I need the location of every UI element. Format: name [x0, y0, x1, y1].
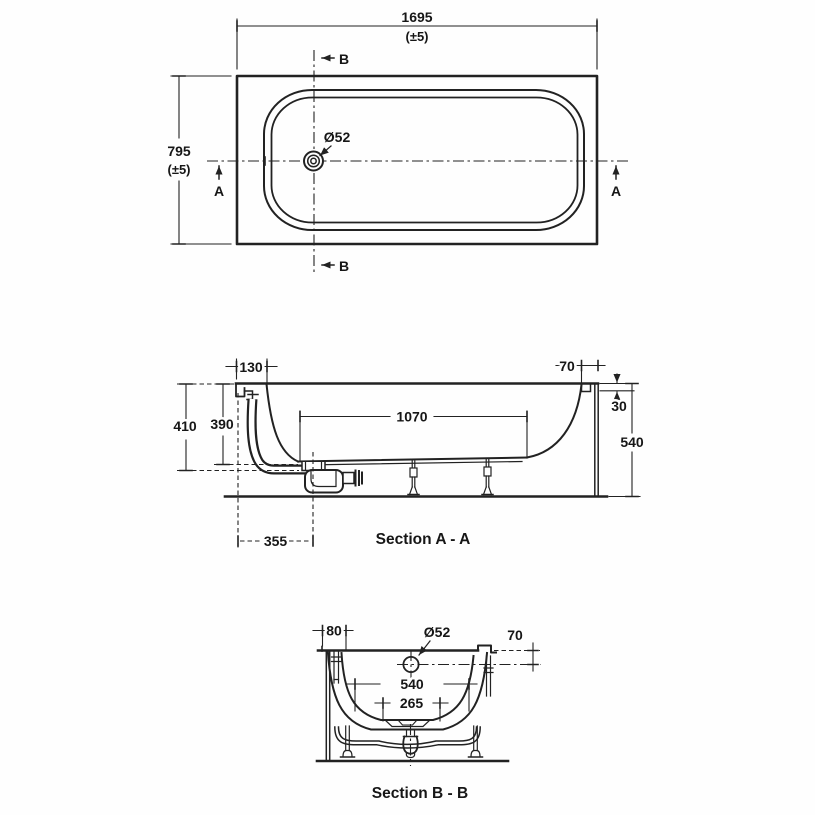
waste-leader-arrow-bb: [418, 640, 431, 656]
dim-390-value: 390: [210, 416, 234, 432]
rim-lip-right: [477, 644, 497, 654]
section-aa-view: 130 70: [171, 356, 647, 552]
trap-outlet: [342, 471, 355, 485]
bottom-recess-outer: [384, 719, 431, 728]
section-aa-label: Section A - A: [376, 531, 471, 548]
dim-70-bb-value: 70: [507, 627, 523, 643]
plan-view: 1695 (±5) 795 (±5) Ø52: [165, 7, 629, 277]
dim-1070-value: 1070: [396, 409, 427, 425]
foot-apron-panel: [594, 383, 599, 497]
dim-waste-offset-355: 355: [237, 393, 314, 552]
dim-lip-30: 30: [599, 373, 635, 417]
support-leg-2: [481, 458, 494, 496]
dim-bottom-width-265: 265: [374, 693, 449, 722]
dim-depth-410: 410: [171, 383, 299, 472]
a-label-right: A: [611, 183, 621, 199]
foot-wall-interior: [525, 383, 583, 459]
dim-length: 1695 (±5): [236, 7, 598, 70]
section-marker-a-left: A: [211, 165, 227, 202]
b-label-top: B: [339, 51, 349, 67]
dim-70-value: 70: [559, 358, 575, 374]
dim-80-value: 80: [326, 623, 342, 639]
a-label-left: A: [214, 183, 224, 199]
frame-leg-left: [339, 725, 356, 758]
dim-30-value: 30: [611, 398, 627, 414]
section-marker-b-bottom: B: [321, 256, 352, 277]
outlet-flange: [354, 469, 363, 487]
dim-depth-390: 390: [208, 383, 298, 466]
overflow-pipe-inner: [248, 398, 307, 473]
dim-foot-rim-70: 70: [555, 356, 606, 384]
support-leg-1: [407, 460, 420, 496]
frame-leg-right: [467, 725, 484, 758]
dim-width-tolerance: (±5): [167, 162, 190, 177]
head-rim-hook: [235, 382, 246, 398]
support-frame: [334, 725, 484, 758]
dim-width-value: 795: [167, 143, 191, 159]
dim-540-value: 540: [620, 434, 644, 450]
bottom-interior-line: [296, 456, 529, 463]
dim-540-bb-value: 540: [400, 676, 424, 692]
tub-rim-outline: [235, 74, 599, 246]
tub-wall-interior: [340, 651, 475, 721]
head-wall-interior: [265, 382, 300, 463]
dim-length-tolerance: (±5): [405, 29, 428, 44]
dim-head-rim-130: 130: [225, 357, 278, 387]
section-bb-view: 80 Ø52 70: [312, 620, 541, 802]
waste-trap-assembly: [301, 461, 363, 494]
waste-hole-plan: [303, 150, 324, 172]
dim-410-value: 410: [173, 418, 197, 434]
waste-dia-label: Ø52: [324, 129, 351, 145]
waste-dia-callout-bb: Ø52: [418, 622, 453, 656]
waste-dia-label-bb: Ø52: [424, 624, 451, 640]
bottom-exterior-line: [304, 460, 523, 466]
dim-bottom-1070: 1070: [299, 406, 528, 461]
dim-height-540: 540: [608, 382, 646, 498]
b-label-bottom: B: [339, 258, 349, 274]
dim-355-value: 355: [264, 533, 288, 549]
waste-dia-callout: Ø52: [319, 127, 353, 157]
rim-bracket-left: [330, 651, 342, 684]
bottom-recess-inner: [397, 719, 418, 726]
dim-length-value: 1695: [401, 9, 432, 25]
dim-overflow-drop-70: 70: [494, 625, 540, 672]
dim-130-value: 130: [239, 359, 263, 375]
dim-top-width-540: 540: [346, 674, 478, 712]
section-marker-a-right: A: [608, 165, 624, 202]
dim-265-value: 265: [400, 695, 424, 711]
section-bb-label: Section B - B: [372, 785, 468, 802]
section-marker-b-top: B: [321, 49, 352, 70]
dim-side-rim-80: 80: [312, 620, 354, 650]
foot-rim-hook: [580, 383, 592, 393]
dim-width: 795 (±5): [165, 75, 232, 245]
tub-inner-edge-inner: [270, 96, 579, 224]
waste-leader-arrow: [319, 145, 332, 157]
